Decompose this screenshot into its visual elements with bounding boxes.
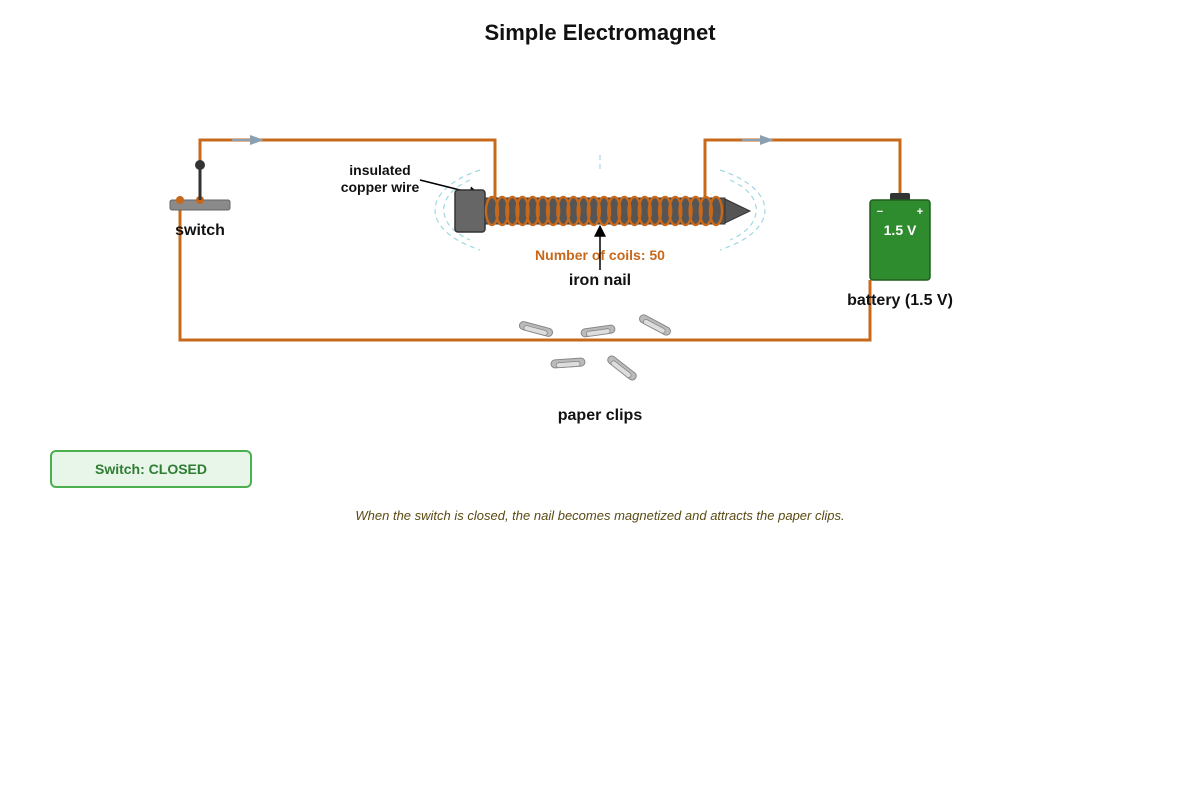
- coil-loop: [566, 195, 581, 227]
- page-title: Simple Electromagnet: [484, 20, 716, 45]
- paper-clip-icon[interactable]: [518, 321, 554, 338]
- battery-voltage: 1.5 V: [884, 222, 917, 238]
- paper-clip-icon[interactable]: [580, 324, 616, 338]
- coil-loop: [556, 195, 571, 227]
- coil-loop: [576, 195, 591, 227]
- wire-label-line2: copper wire: [341, 179, 420, 195]
- paper-clip-icon[interactable]: [638, 313, 672, 336]
- coil-loop: [668, 195, 683, 227]
- coil-loop: [698, 195, 713, 227]
- coil-loop: [515, 195, 530, 227]
- switch-status-text: Switch: CLOSED: [94, 461, 207, 477]
- coil-loop: [617, 195, 632, 227]
- coil-loop: [484, 195, 500, 227]
- knife-switch-icon[interactable]: [169, 160, 231, 211]
- coil-loop: [495, 195, 510, 227]
- wire-label-line1: insulated: [349, 162, 410, 178]
- coil-loop: [505, 195, 520, 227]
- coil-loop: [688, 195, 703, 227]
- battery-label: battery (1.5 V): [847, 292, 953, 309]
- battery-plus-sign: +: [917, 206, 923, 218]
- paper-clip-icon[interactable]: [550, 357, 586, 369]
- magnetic-field-lines: [434, 155, 766, 251]
- coil-loop: [607, 195, 622, 227]
- coil-loop: [708, 195, 724, 227]
- current-arrow-icon: [250, 135, 264, 145]
- coil-loop: [637, 195, 652, 227]
- iron-nail-icon: [454, 189, 752, 233]
- battery-minus-sign: −: [877, 206, 883, 218]
- circuit-wires: [178, 135, 902, 342]
- coil-loop: [525, 195, 540, 227]
- coil-loop: [657, 195, 673, 227]
- switch-label: switch: [175, 222, 225, 239]
- coil-loop: [627, 195, 642, 227]
- paper-clips-label: paper clips: [558, 407, 643, 424]
- explanation-caption: When the switch is closed, the nail beco…: [355, 508, 844, 523]
- nail-label: iron nail: [569, 272, 631, 289]
- coil-loop: [678, 195, 693, 227]
- switch-status-button[interactable]: Switch: CLOSED: [50, 450, 252, 488]
- coil-loop: [535, 195, 551, 227]
- current-arrow-icon: [760, 135, 774, 145]
- paper-clip-icon[interactable]: [606, 354, 638, 381]
- paper-clips-group: [518, 313, 672, 381]
- coil-loop: [545, 195, 561, 227]
- coil-loop: [647, 195, 663, 227]
- coil-loop: [586, 195, 601, 227]
- battery-icon[interactable]: [869, 193, 931, 281]
